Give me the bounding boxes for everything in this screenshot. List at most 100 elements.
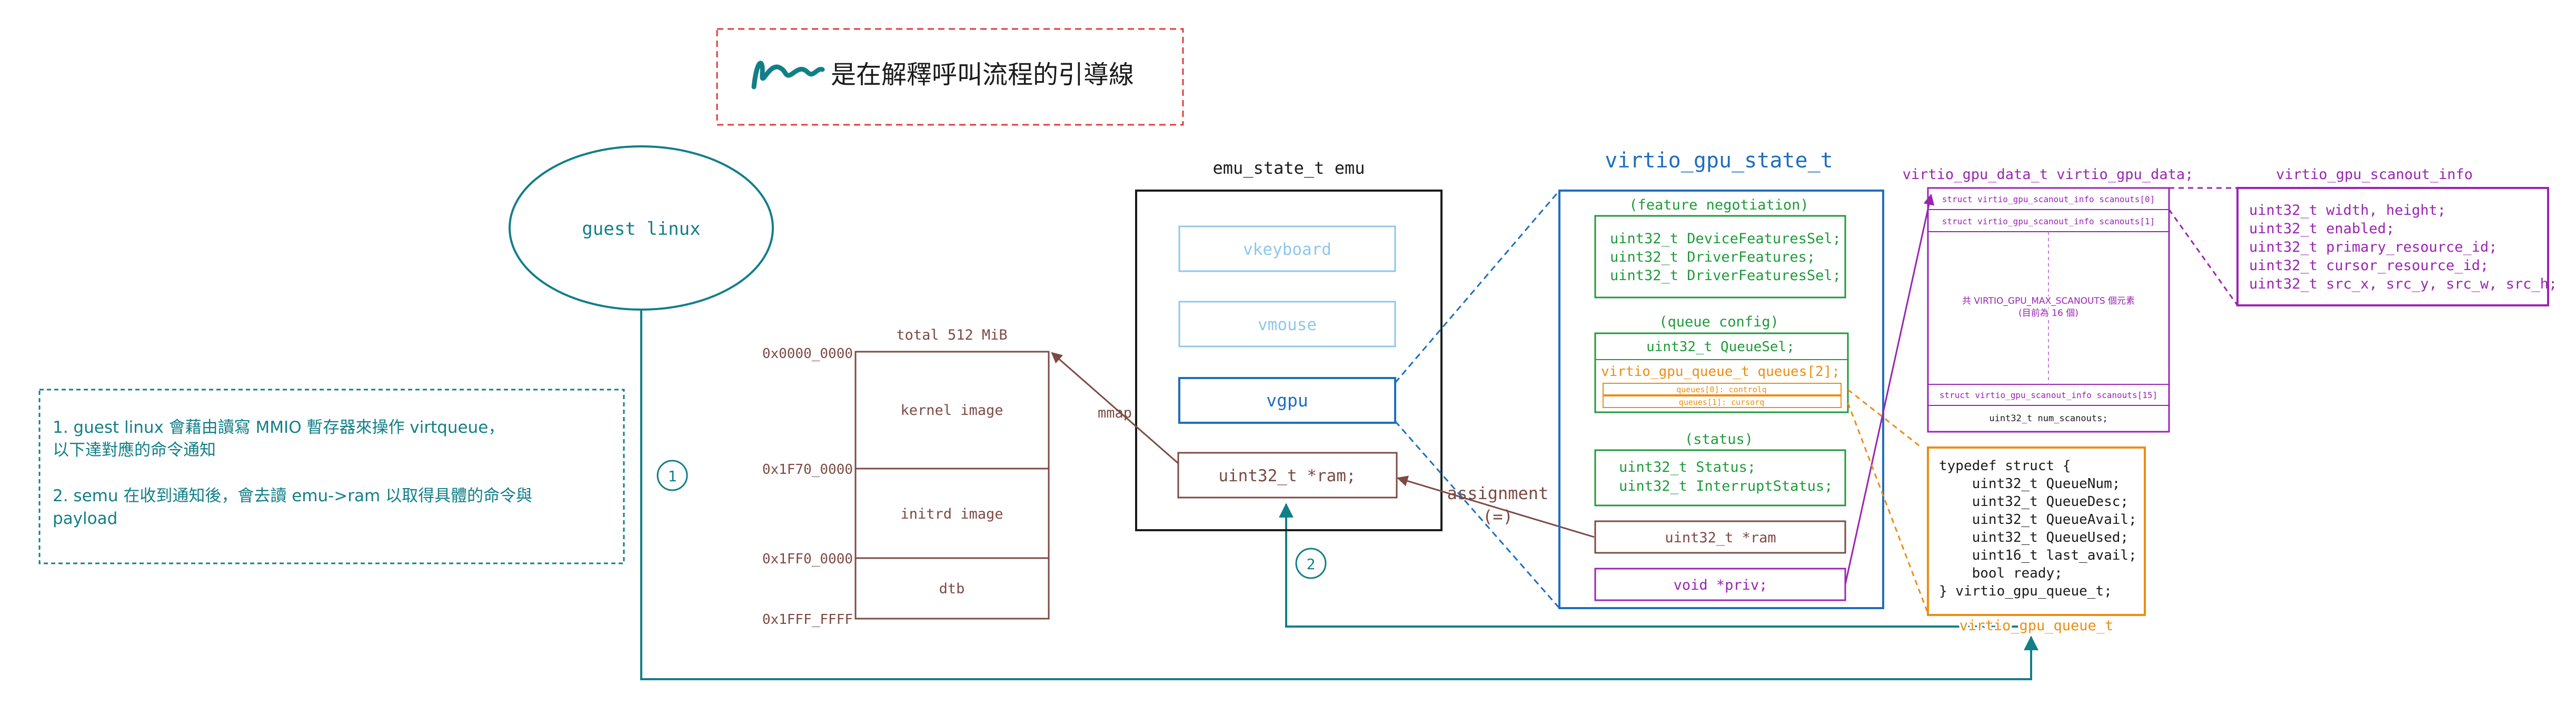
queue-1-box bbox=[1603, 395, 1842, 408]
ram-field-box bbox=[1177, 452, 1398, 499]
gpu-data-title: virtio_gpu_data_t virtio_gpu_data; bbox=[1903, 166, 2194, 183]
memory-address-2: 0x1FF0_0000 bbox=[762, 551, 853, 567]
memory-region-dtb bbox=[854, 557, 1050, 620]
scanout-field-2: uint32_t primary_resource_id; bbox=[2249, 239, 2497, 255]
connector-arrows: mmap assignment (=) bbox=[1051, 190, 1595, 609]
queue-config-box bbox=[1594, 332, 1849, 413]
scanout-info-title: virtio_gpu_scanout_info bbox=[2276, 166, 2473, 183]
feature-field-0: uint32_t DeviceFeaturesSel; bbox=[1610, 231, 1841, 247]
legend-text: 是在解釋呼叫流程的引導線 bbox=[831, 60, 1134, 90]
emu-title: emu_state_t emu bbox=[1213, 158, 1365, 178]
step-2-badge bbox=[1295, 548, 1327, 579]
mmap-label: mmap bbox=[1098, 405, 1132, 421]
scanouts-count-label: 共 VIRTIO_GPU_MAX_SCANOUTS 個元素 bbox=[1962, 296, 2135, 306]
queue-struct-line-4: uint32_t QueueUsed; bbox=[1939, 530, 2129, 545]
vgpu-box bbox=[1178, 377, 1396, 424]
guide-line-sample-icon bbox=[751, 61, 825, 90]
scanout-field-4: uint32_t src_x, src_y, src_w, src_h; bbox=[2249, 276, 2557, 292]
gpu-state: virtio_gpu_state_t (feature negotiation)… bbox=[1558, 148, 1884, 609]
queues-field: virtio_gpu_queue_t queues[2]; bbox=[1601, 364, 1840, 380]
vkeyboard-box bbox=[1178, 225, 1396, 272]
guest-linux-label: guest linux bbox=[582, 219, 700, 240]
feature-field-2: uint32_t DriverFeaturesSel; bbox=[1610, 267, 1841, 284]
priv-label: void *priv; bbox=[1674, 577, 1768, 593]
memory-address-0: 0x0000_0000 bbox=[762, 346, 853, 362]
memory-map: total 512 MiB kernel image initrd image … bbox=[762, 327, 1050, 628]
queue-struct-line-5: uint16_t last_avail; bbox=[1939, 548, 2137, 563]
queue-struct-line-0: typedef struct { bbox=[1939, 458, 2071, 474]
guide-line: 1 2 bbox=[640, 311, 2038, 680]
queue-1-label: queues[1]: cursorq bbox=[1679, 398, 1765, 407]
step-1-badge bbox=[657, 460, 688, 491]
assignment-operator-label: (=) bbox=[1483, 507, 1513, 527]
queues-to-struct-line bbox=[1847, 389, 1922, 449]
gpu-state-box bbox=[1558, 190, 1884, 609]
scanout-field-1: uint32_t enabled; bbox=[2249, 221, 2394, 237]
zoom-line-bottom bbox=[1394, 421, 1560, 609]
memory-region-label-dtb: dtb bbox=[939, 581, 965, 597]
status-section-title: (status) bbox=[1685, 431, 1753, 448]
scanout-zoom-bottom bbox=[2168, 209, 2239, 306]
memory-title: total 512 MiB bbox=[896, 327, 1007, 343]
scanout-field-3: uint32_t cursor_resource_id; bbox=[2249, 257, 2489, 274]
vgpu-label: vgpu bbox=[1266, 390, 1308, 411]
emu-state: emu_state_t emu vkeyboard vmouse vgpu ui… bbox=[1135, 158, 1443, 531]
scanout-0-label: struct virtio_gpu_scanout_info scanouts[… bbox=[1942, 194, 2155, 204]
ram-ptr-label: uint32_t *ram bbox=[1665, 530, 1776, 546]
memory-region-label-initrd: initrd image bbox=[900, 506, 1003, 522]
queue-0-box bbox=[1603, 383, 1842, 395]
queue-struct-line-6: bool ready; bbox=[1939, 565, 2063, 581]
vmouse-label: vmouse bbox=[1258, 315, 1317, 334]
queue-section-title: (queue config) bbox=[1659, 314, 1779, 330]
vkeyboard-label: vkeyboard bbox=[1243, 240, 1331, 259]
status-field-1: uint32_t InterruptStatus; bbox=[1619, 478, 1833, 494]
feature-section-title: (feature negotiation) bbox=[1629, 197, 1808, 213]
status-box bbox=[1594, 449, 1846, 507]
ram-field-label: uint32_t *ram; bbox=[1218, 466, 1356, 485]
gpu-data: virtio_gpu_data_t virtio_gpu_data; struc… bbox=[1903, 166, 2194, 433]
ram-ptr-box bbox=[1594, 520, 1846, 554]
emu-box bbox=[1135, 190, 1443, 531]
gpu-data-box bbox=[1927, 187, 2170, 433]
queue-struct-line-2: uint32_t QueueDesc; bbox=[1939, 494, 2129, 510]
notes-box: 1. guest linux 會藉由讀寫 MMIO 暫存器來操作 virtque… bbox=[38, 389, 625, 564]
num-scanouts-label: uint32_t num_scanouts; bbox=[1989, 413, 2107, 424]
guide-path-step-1 bbox=[640, 311, 2038, 680]
legend: 是在解釋呼叫流程的引導線 bbox=[716, 28, 1184, 126]
notes-border bbox=[38, 389, 625, 564]
guest-linux-node: guest linux bbox=[509, 145, 774, 311]
scanout-info: virtio_gpu_scanout_info uint32_t width, … bbox=[2168, 166, 2557, 306]
queue-struct-box bbox=[1927, 446, 2146, 616]
memory-region-label-kernel: kernel image bbox=[900, 402, 1003, 419]
status-field-0: uint32_t Status; bbox=[1619, 459, 1756, 475]
feature-field-1: uint32_t DriverFeatures; bbox=[1610, 249, 1815, 265]
zoom-line-top bbox=[1394, 190, 1560, 383]
queue-struct-line-1: uint32_t QueueNum; bbox=[1939, 476, 2120, 492]
legend-box bbox=[716, 28, 1184, 126]
assignment-arrow bbox=[1396, 475, 1595, 538]
note-2-line-a: 2. semu 在收到通知後，會去讀 emu->ram 以取得具體的命令與 bbox=[53, 486, 532, 505]
priv-to-gpu-data-arrow bbox=[1844, 193, 1935, 585]
scanout-info-box bbox=[2236, 187, 2549, 306]
queues-to-struct-line-2 bbox=[1847, 402, 1929, 614]
queue-struct-line-7: } virtio_gpu_queue_t; bbox=[1939, 583, 2112, 599]
scanout-1-label: struct virtio_gpu_scanout_info scanouts[… bbox=[1942, 216, 2155, 226]
note-1-line-b: 以下達對應的命令通知 bbox=[53, 441, 216, 460]
guest-linux-ellipse bbox=[509, 145, 774, 311]
step-1-label: 1 bbox=[668, 468, 677, 485]
scanout-15-label: struct virtio_gpu_scanout_info scanouts[… bbox=[1940, 390, 2157, 400]
note-2-line-b: payload bbox=[53, 509, 117, 528]
gpu-state-title: virtio_gpu_state_t bbox=[1605, 148, 1833, 173]
step-2-label: 2 bbox=[1307, 555, 1316, 573]
queue-0-label: queues[0]: controlq bbox=[1676, 385, 1767, 394]
assignment-label: assignment bbox=[1447, 483, 1549, 503]
mmap-arrow bbox=[1051, 352, 1179, 464]
vmouse-box bbox=[1178, 301, 1396, 347]
scanout-field-0: uint32_t width, height; bbox=[2249, 202, 2446, 219]
scanouts-count-note: (目前為 16 個) bbox=[2018, 308, 2078, 319]
memory-address-3: 0x1FFF_FFFF bbox=[762, 612, 853, 628]
note-1-line-a: 1. guest linux 會藉由讀寫 MMIO 暫存器來操作 virtque… bbox=[53, 418, 504, 437]
memory-address-1: 0x1F70_0000 bbox=[762, 462, 853, 478]
feature-box bbox=[1594, 215, 1846, 299]
